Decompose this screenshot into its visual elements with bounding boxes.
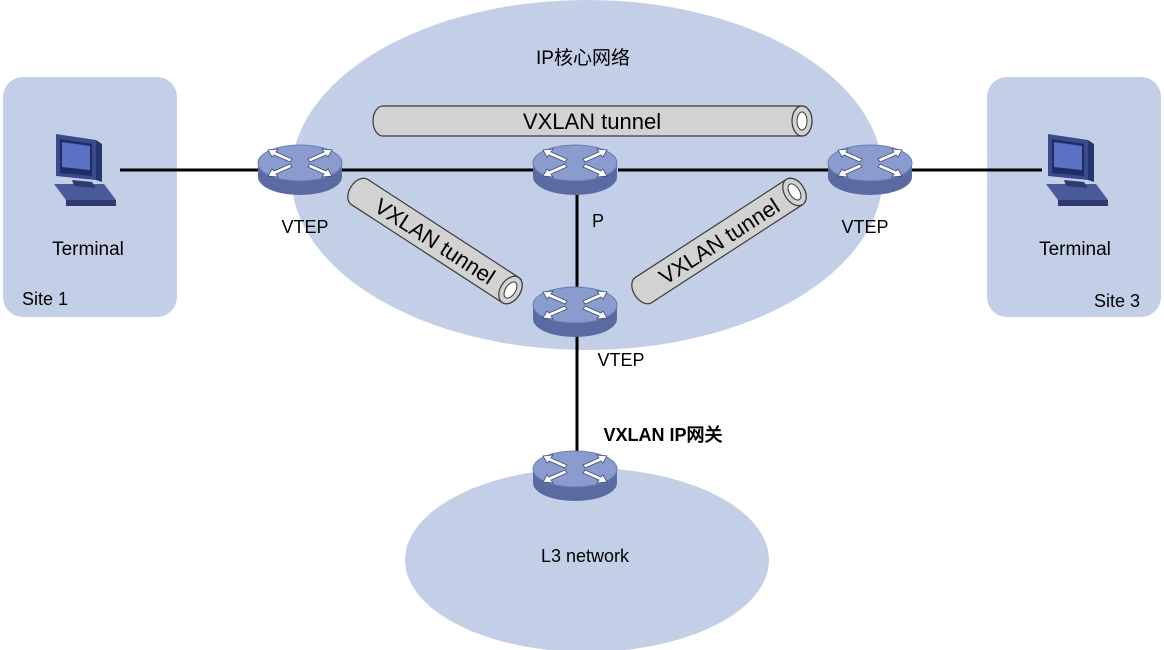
vtep-left-label: VTEP [281,217,328,237]
vtep-bottom-label: VTEP [597,350,644,370]
core-network-label: IP核心网络 [536,47,630,69]
site3-label: Site 3 [1094,291,1140,311]
router-vtep-left-icon [257,144,343,196]
vtep-right-label: VTEP [841,217,888,237]
router-vtep-bottom-icon [532,286,618,338]
p-router-label: P [592,211,604,231]
links [120,168,1042,455]
terminal-right-label: Terminal [1039,239,1111,260]
tunnel-top-label: VXLAN tunnel [523,109,661,134]
l3-network-label: L3 network [541,546,630,566]
site1-label: Site 1 [22,289,68,309]
router-gateway-icon [532,450,618,502]
terminal-left-label: Terminal [52,239,124,260]
gateway-label: VXLAN IP网关 [603,424,722,445]
router-vtep-right-icon [827,144,913,196]
router-p-icon [532,144,618,196]
tunnel-top: VXLAN tunnel [372,105,813,137]
l3-network-zone [405,468,769,650]
